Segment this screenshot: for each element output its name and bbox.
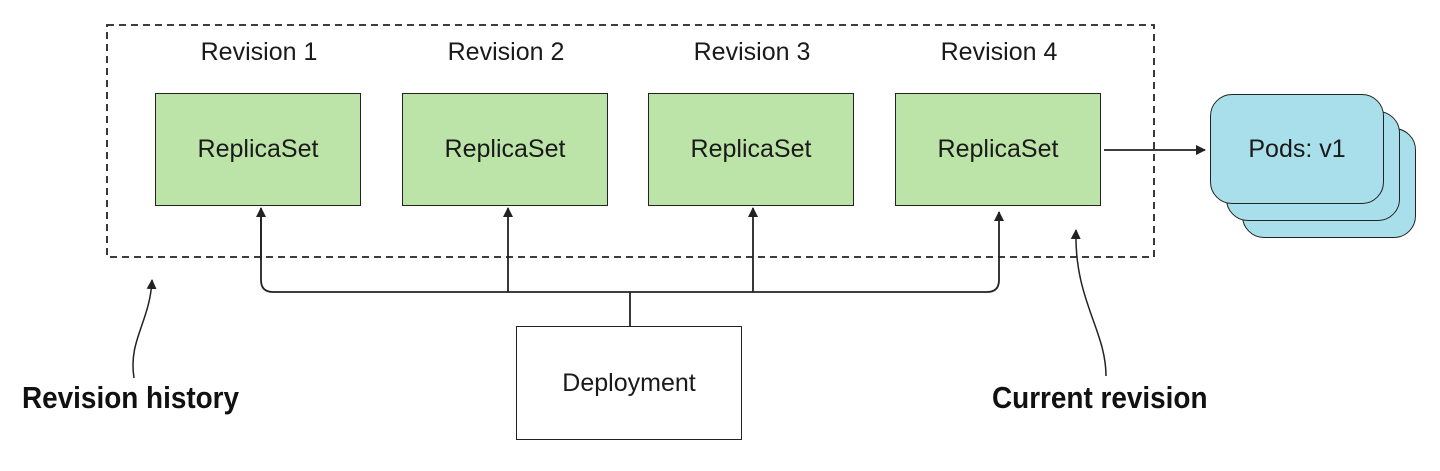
revision-history-leader [132,279,157,379]
current-revision-leader [1070,229,1107,377]
current-revision-callout: Current revision [992,380,1208,415]
revision-1-label: Revision 1 [200,38,318,66]
revision-3-label: Revision 3 [693,38,811,66]
replicaset-revision-1: ReplicaSet [155,93,361,206]
pods-v1: Pods: v1 [1210,94,1384,204]
deployment-box: Deployment [516,326,742,440]
revision-2-label: Revision 2 [447,38,565,66]
replicaset-revision-2: ReplicaSet [402,93,608,206]
replicaset-revision-3: ReplicaSet [648,93,854,206]
deployment-bus-line [260,211,1004,293]
revision-history-frame [106,24,1155,258]
revision-4-label: Revision 4 [940,38,1058,66]
replicaset-revision-4: ReplicaSet [895,93,1101,206]
revision-history-callout: Revision history [22,380,240,415]
